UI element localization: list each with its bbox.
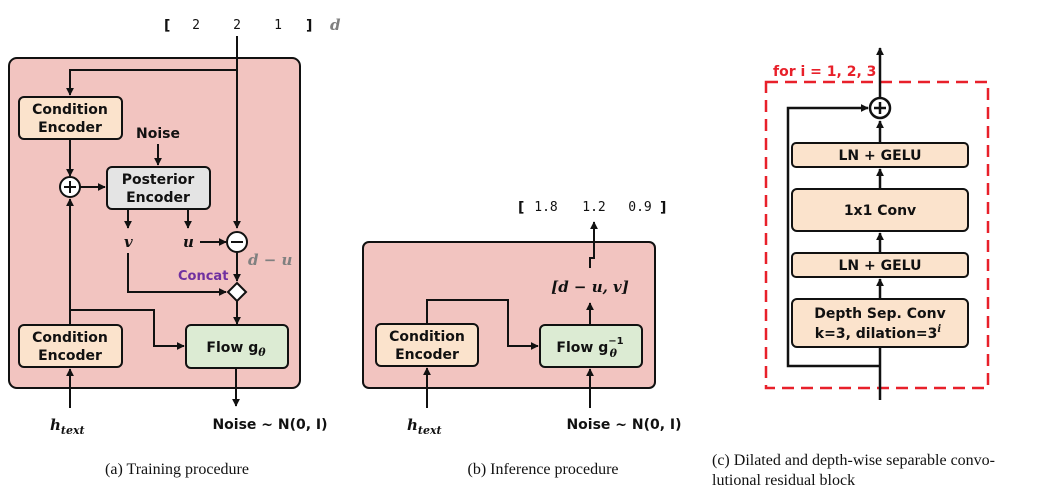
- condition-encoder-top-line2: Encoder: [38, 120, 102, 136]
- duration-value-2: 2: [233, 18, 241, 33]
- posterior-encoder-box: [106, 166, 211, 210]
- ln-gelu-upper-label: LN + GELU: [839, 148, 922, 164]
- output-bracket-close: ]: [660, 200, 666, 216]
- inference-flow-box: [539, 324, 643, 368]
- duration-to-encoder-line: [66, 69, 237, 96]
- noise-input-label: Noise ~ N(0, I): [566, 417, 681, 433]
- condition-encoder-bottom-line2: Encoder: [38, 348, 102, 364]
- ln-gelu-lower-label: LN + GELU: [839, 258, 922, 274]
- duration-bracket-close: ]: [306, 18, 312, 34]
- training-caption: (a) Training procedure: [105, 461, 249, 478]
- inference-caption: (b) Inference procedure: [467, 461, 618, 478]
- flow-label: Flow gθ: [206, 340, 266, 359]
- d-minus-u-label: d − u: [248, 251, 293, 269]
- loop-label: for i = 1, 2, 3: [773, 64, 876, 80]
- output-value-2: 1.2: [582, 200, 605, 215]
- inference-htext-label: htext: [407, 416, 442, 437]
- duration-bracket-open: [: [164, 18, 170, 34]
- add-icon: [59, 176, 81, 198]
- inference-encoder-line1: Condition: [389, 329, 465, 345]
- duration-value-3: 1: [274, 18, 282, 33]
- v-to-concat-line: [127, 253, 227, 296]
- residual-caption-line1: (c) Dilated and depth-wise separable con…: [712, 452, 995, 469]
- residual-caption-line2: lutional residual block: [712, 472, 855, 489]
- vector-to-output-line: [589, 221, 598, 268]
- duration-value-1: 2: [192, 18, 200, 33]
- htext-label: htext: [50, 416, 85, 437]
- depth-sep-conv-line2: k=3, dilation=3i: [815, 324, 942, 342]
- residual-add-icon: [868, 96, 892, 120]
- inference-encoder-to-flow-line: [426, 299, 539, 350]
- posterior-encoder-line1: Posterior: [122, 172, 195, 188]
- v-label: v: [124, 233, 133, 251]
- inference-encoder-line2: Encoder: [395, 347, 459, 363]
- skip-connection-line: [786, 104, 880, 368]
- training-background: [8, 57, 301, 389]
- training-panel: [ 2 2 1 ] d Condition Encoder Noise Post…: [8, 16, 341, 478]
- conv-1x1-label: 1x1 Conv: [844, 203, 916, 219]
- flow-subscript: θ: [258, 346, 266, 359]
- inference-flow-subscript: θ: [610, 347, 618, 360]
- encoder-to-flow-line: [70, 309, 185, 350]
- vector-label: [d − u, v]: [551, 278, 629, 296]
- posterior-encoder-line2: Encoder: [126, 190, 190, 206]
- concat-label: Concat: [178, 269, 228, 284]
- subtract-icon: [226, 231, 248, 253]
- output-value-3: 0.9: [628, 200, 651, 215]
- output-value-1: 1.8: [534, 200, 557, 215]
- condition-encoder-bottom-line1: Condition: [32, 330, 108, 346]
- depth-sep-conv-line1: Depth Sep. Conv: [814, 306, 945, 322]
- inference-flow-superscript: −1: [608, 336, 623, 347]
- condition-encoder-top-line1: Condition: [32, 102, 108, 118]
- residual-panel: for i = 1, 2, 3 Depth Sep. Conv k=3, dil…: [712, 47, 995, 489]
- noise-output-label: Noise ~ N(0, I): [212, 417, 327, 433]
- inference-panel: [ 1.8 1.2 0.9 ] [d − u, v] Condition Enc…: [362, 200, 682, 478]
- loop-boundary: [764, 80, 990, 390]
- duration-symbol: d: [330, 16, 341, 34]
- output-bracket-open: [: [518, 200, 524, 216]
- noise-label: Noise: [136, 126, 180, 142]
- u-label: u: [183, 233, 194, 251]
